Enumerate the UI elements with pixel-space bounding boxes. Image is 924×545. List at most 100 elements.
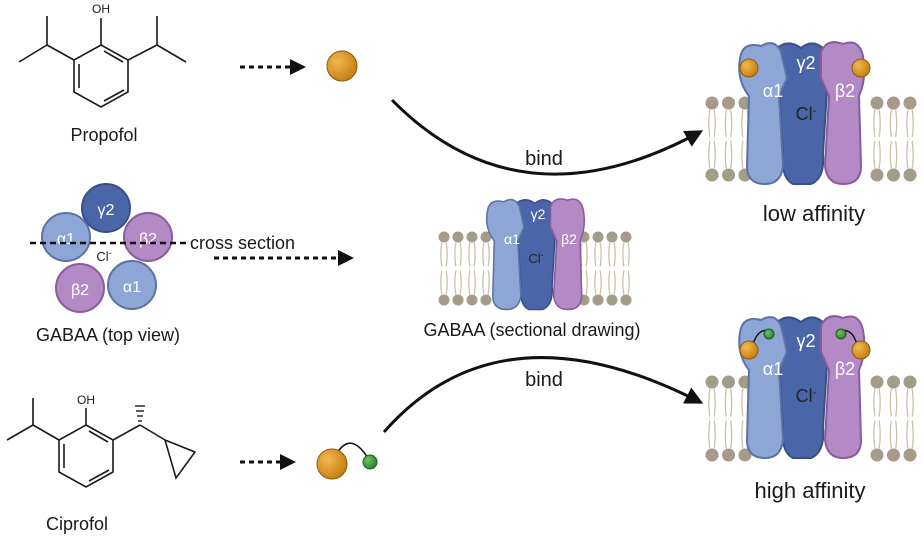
- gabaa-section-channel: [485, 198, 586, 311]
- lipid-head: [705, 448, 719, 462]
- lipid-head: [887, 168, 900, 182]
- lipid-head: [620, 231, 632, 243]
- lipid-tail: [440, 270, 443, 295]
- lipid-tail: [741, 140, 744, 169]
- lipid-tail: [724, 388, 727, 417]
- lipid-tail: [482, 270, 485, 295]
- gabaa-section-label: GABAA (sectional drawing): [423, 320, 640, 340]
- lipid-tail: [708, 140, 711, 169]
- lipid-tail: [608, 270, 611, 295]
- lipid-head: [903, 375, 917, 389]
- lipid-tail: [454, 270, 457, 295]
- lipid-tail: [906, 420, 909, 449]
- lipid-head: [452, 294, 464, 306]
- top-beta2-bottom-label: β2: [71, 282, 89, 299]
- lipid-head: [870, 375, 884, 389]
- bind-label-top: bind: [525, 148, 563, 170]
- high-chloride-label: Cl-: [796, 386, 817, 406]
- high-gamma-subunit: [773, 316, 829, 459]
- high-green-left: [763, 328, 775, 340]
- lipid-tail: [895, 109, 898, 138]
- lipid-tail: [730, 109, 733, 138]
- lipid-head: [438, 294, 450, 306]
- lipid-tail: [627, 270, 630, 295]
- ciprofol-molecule-icon: [316, 442, 378, 480]
- high-beta2-label: β2: [835, 359, 855, 379]
- lipid-tail: [708, 109, 711, 138]
- lipid-head: [480, 231, 492, 243]
- section-beta-subunit: [549, 198, 586, 311]
- lipid-tail: [487, 242, 490, 267]
- lipid-tail: [911, 388, 914, 417]
- low-propofol-left: [739, 58, 759, 78]
- lipid-head: [903, 448, 917, 462]
- lipid-head: [722, 375, 735, 389]
- low-beta-subunit: [820, 41, 866, 186]
- section-alpha1-label: α1: [504, 231, 520, 247]
- propofol-sphere: [326, 50, 358, 82]
- lipid-tail: [878, 420, 881, 449]
- lipid-tail: [445, 242, 448, 267]
- lipid-tail: [482, 242, 485, 267]
- lipid-tail: [906, 140, 909, 169]
- lipid-tail: [895, 420, 898, 449]
- lipid-head: [620, 294, 632, 306]
- ciprofol-hashed-wedge: [135, 405, 145, 422]
- section-gamma2-label: γ2: [531, 206, 546, 222]
- lipid-head: [887, 375, 900, 389]
- lipid-tail: [895, 140, 898, 169]
- lipid-tail: [613, 242, 616, 267]
- top-gamma2-circle: [81, 183, 131, 233]
- section-arrowhead: [338, 250, 354, 266]
- top-beta2-right-circle: [123, 212, 173, 262]
- lipid-tail: [585, 270, 588, 295]
- cross-section-label: cross section: [190, 233, 295, 253]
- bind-arrow-bottom: [382, 356, 704, 433]
- lipid-head: [870, 96, 884, 110]
- lipid-head: [466, 294, 478, 306]
- lipid-tail: [889, 140, 892, 169]
- lipid-head: [903, 168, 917, 182]
- lipid-tail: [889, 388, 892, 417]
- lipid-tail: [713, 388, 716, 417]
- lipid-head: [705, 375, 719, 389]
- lipid-tail: [473, 270, 476, 295]
- lipid-tail: [713, 420, 716, 449]
- lipid-tail: [713, 109, 716, 138]
- lipid-tail: [585, 242, 588, 267]
- low-chloride-label: Cl-: [796, 104, 817, 124]
- high-green-right: [835, 328, 847, 340]
- low-affinity-label: low affinity: [763, 201, 865, 226]
- lipid-tail: [889, 109, 892, 138]
- lipid-tail: [906, 388, 909, 417]
- lipid-tail: [708, 420, 711, 449]
- lipid-tail: [613, 270, 616, 295]
- lipid-head: [887, 448, 900, 462]
- high-alpha1-label: α1: [763, 359, 783, 379]
- lipid-tail: [873, 420, 876, 449]
- low-alpha-subunit: [738, 42, 789, 186]
- ciprofol-arrowhead: [280, 454, 296, 470]
- section-chloride-label: Cl-: [528, 250, 543, 266]
- lipid-tail: [622, 270, 625, 295]
- lipid-head: [887, 96, 900, 110]
- lipid-tail: [440, 242, 443, 267]
- gabaa-top-label: GABAA (top view): [36, 325, 180, 345]
- lipid-tail: [873, 140, 876, 169]
- low-alpha1-label: α1: [763, 81, 783, 101]
- lipid-head: [722, 168, 735, 182]
- section-gamma-subunit: [513, 199, 556, 311]
- lipid-tail: [741, 109, 744, 138]
- propofol-label: Propofol: [70, 125, 137, 145]
- lipid-head: [480, 294, 492, 306]
- lipid-tail: [911, 140, 914, 169]
- section-alpha-subunit: [485, 198, 525, 311]
- top-gamma2-label: γ2: [98, 202, 115, 219]
- lipid-tail: [468, 270, 471, 295]
- lipid-tail: [724, 420, 727, 449]
- section-beta2-label: β2: [561, 231, 577, 247]
- low-beta2-label: β2: [835, 81, 855, 101]
- lipid-tail: [878, 140, 881, 169]
- top-alpha1-bottom-label: α1: [123, 279, 141, 296]
- lipid-tail: [627, 242, 630, 267]
